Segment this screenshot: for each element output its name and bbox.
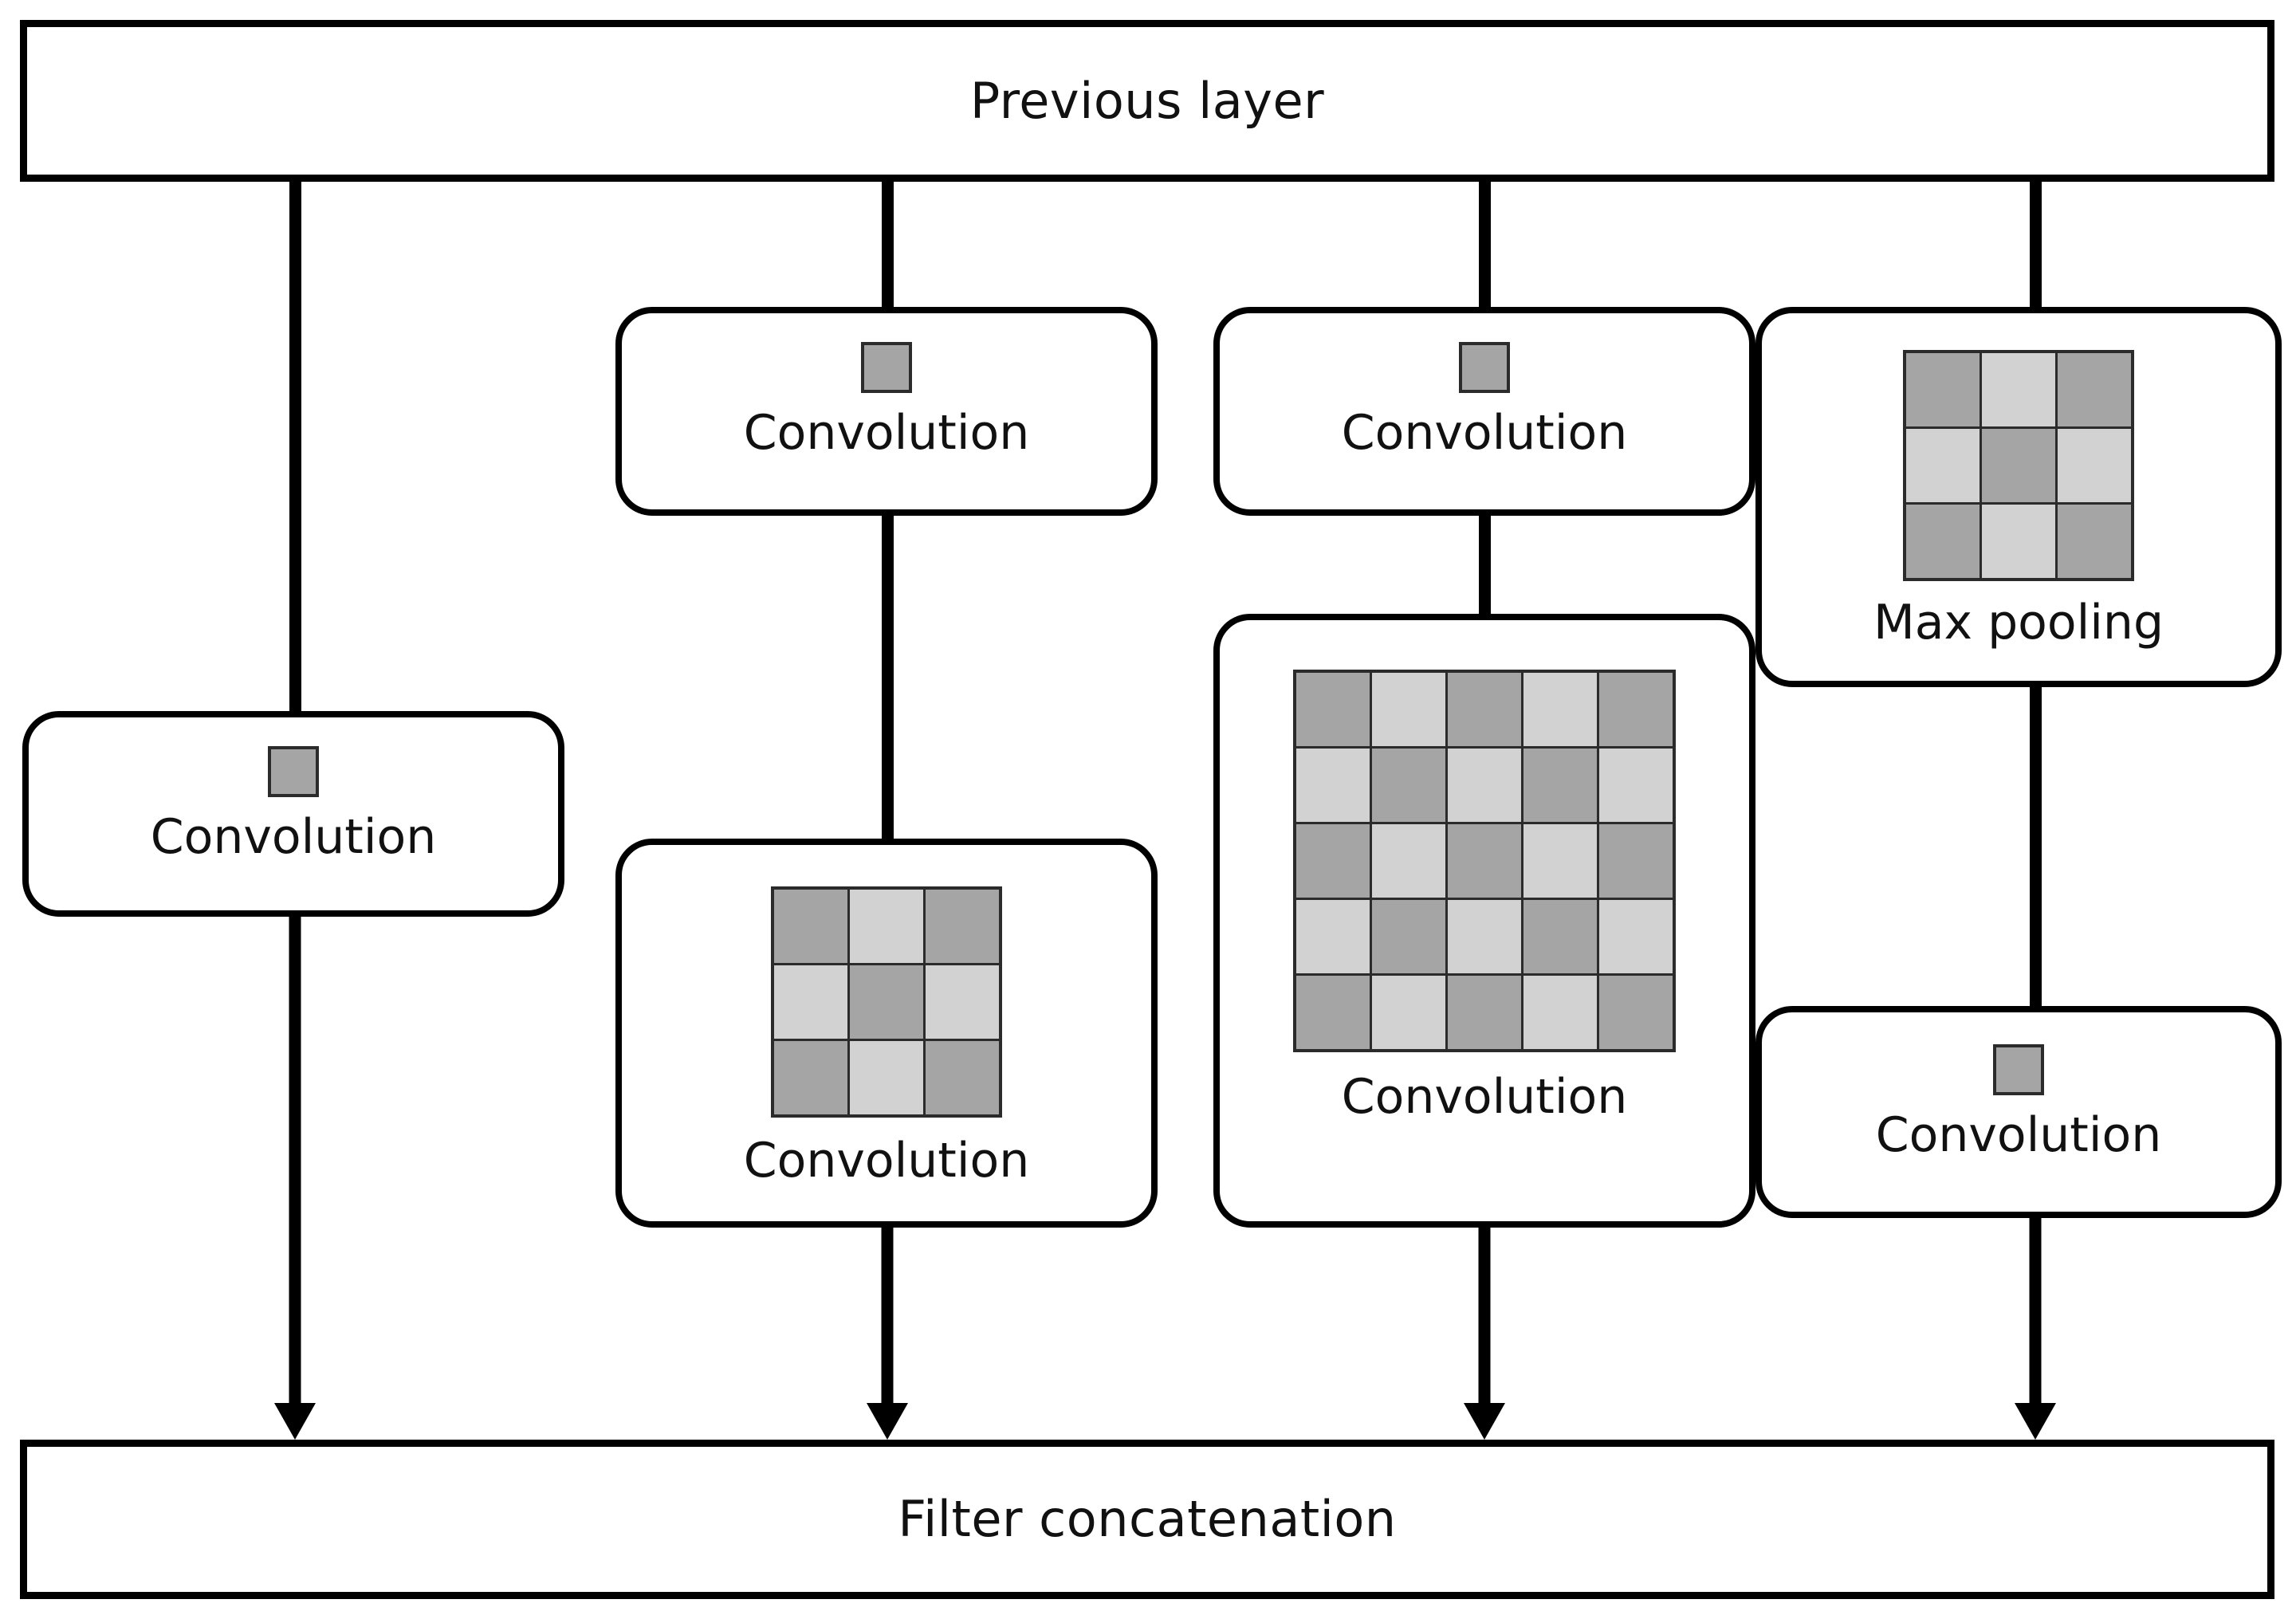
kernel-3x3-icon — [1903, 350, 2134, 581]
kernel-cell — [926, 890, 999, 963]
kernel-cell — [1372, 824, 1445, 898]
conv-1x1-b-label: Convolution — [743, 405, 1030, 461]
conv-3x3-label: Convolution — [743, 1133, 1030, 1189]
kernel-cell — [1523, 673, 1597, 746]
kernel-cell — [1906, 353, 1980, 426]
op-box-max-pooling[interactable]: Max pooling — [1755, 307, 2282, 687]
kernel-cell — [1462, 345, 1507, 390]
kernel-cell — [864, 345, 909, 390]
arrow-shaft — [1478, 1221, 1491, 1405]
kernel-cell — [1906, 429, 1980, 502]
filter-concatenation-label: Filter concatenation — [898, 1490, 1397, 1548]
kernel-cell — [1372, 976, 1445, 1049]
connector-stem-b4-in — [2030, 182, 2042, 313]
kernel-wrapper — [771, 886, 1002, 1118]
kernel-cell — [1448, 900, 1521, 973]
conv-1x1-a-label: Convolution — [150, 809, 437, 865]
op-box-conv-1x1-d[interactable]: Convolution — [1755, 1006, 2282, 1218]
arrow-head-icon — [2015, 1403, 2056, 1440]
kernel-cell — [271, 749, 316, 794]
kernel-cell — [774, 965, 847, 1039]
kernel-cell — [1996, 1047, 2041, 1092]
conv-5x5-label: Convolution — [1341, 1069, 1628, 1125]
kernel-cell — [1523, 749, 1597, 822]
kernel-1x1-icon — [861, 342, 912, 393]
kernel-cell — [1982, 505, 2055, 578]
kernel-cell — [1906, 505, 1980, 578]
kernel-5x5-icon — [1293, 670, 1676, 1052]
kernel-cell — [850, 890, 923, 963]
kernel-1x1-icon — [1459, 342, 1510, 393]
connector-stem-b1-in — [289, 182, 301, 717]
connector-stem-b2-in — [882, 182, 894, 313]
kernel-cell — [1599, 900, 1673, 973]
op-box-conv-3x3[interactable]: Convolution — [615, 839, 1158, 1228]
arrow-head-icon — [867, 1403, 908, 1440]
max-pooling-label: Max pooling — [1873, 595, 2164, 650]
arrow-shaft — [289, 910, 301, 1405]
kernel-cell — [2058, 505, 2131, 578]
kernel-1x1-icon — [268, 746, 319, 797]
kernel-cell — [1599, 976, 1673, 1049]
connector-stem-b4-mid — [2030, 682, 2042, 1012]
kernel-cell — [1372, 749, 1445, 822]
kernel-cell — [1448, 673, 1521, 746]
kernel-cell — [2058, 429, 2131, 502]
kernel-cell — [774, 1041, 847, 1114]
connector-arrow-b4-out — [2011, 1212, 2059, 1440]
kernel-cell — [1599, 824, 1673, 898]
connector-stem-b3-in — [1479, 182, 1491, 313]
kernel-cell — [926, 1041, 999, 1114]
connector-stem-b2-mid — [882, 510, 894, 845]
kernel-cell — [1599, 673, 1673, 746]
kernel-cell — [1448, 749, 1521, 822]
kernel-wrapper — [1293, 670, 1676, 1052]
kernel-3x3-icon — [771, 886, 1002, 1118]
kernel-cell — [1599, 749, 1673, 822]
kernel-cell — [1523, 976, 1597, 1049]
previous-layer-label: Previous layer — [969, 71, 1325, 130]
kernel-cell — [2058, 353, 2131, 426]
kernel-cell — [1296, 749, 1370, 822]
op-box-conv-1x1-a[interactable]: Convolution — [22, 711, 564, 917]
arrow-head-icon — [1464, 1403, 1505, 1440]
kernel-cell — [1296, 673, 1370, 746]
kernel-wrapper — [1993, 1044, 2044, 1095]
arrow-shaft — [2029, 1212, 2042, 1405]
kernel-cell — [1372, 673, 1445, 746]
conv-1x1-d-label: Convolution — [1875, 1107, 2162, 1163]
kernel-wrapper — [861, 342, 912, 393]
kernel-cell — [1982, 353, 2055, 426]
kernel-wrapper — [1903, 350, 2134, 581]
kernel-cell — [1982, 429, 2055, 502]
filter-concatenation-box: Filter concatenation — [20, 1440, 2274, 1599]
kernel-cell — [926, 965, 999, 1039]
kernel-cell — [1448, 976, 1521, 1049]
arrow-shaft — [881, 1221, 894, 1405]
kernel-cell — [1448, 824, 1521, 898]
kernel-1x1-icon — [1993, 1044, 2044, 1095]
kernel-cell — [1372, 900, 1445, 973]
kernel-cell — [850, 965, 923, 1039]
kernel-cell — [1523, 900, 1597, 973]
previous-layer-box: Previous layer — [20, 20, 2274, 182]
connector-arrow-b3-out — [1461, 1221, 1508, 1440]
connector-arrow-b2-out — [863, 1221, 911, 1440]
connector-stem-b3-mid — [1479, 510, 1491, 620]
kernel-cell — [1296, 976, 1370, 1049]
op-box-conv-1x1-c[interactable]: Convolution — [1213, 307, 1755, 516]
kernel-cell — [1296, 900, 1370, 973]
conv-1x1-c-label: Convolution — [1341, 405, 1628, 461]
op-box-conv-1x1-b[interactable]: Convolution — [615, 307, 1158, 516]
kernel-cell — [850, 1041, 923, 1114]
kernel-cell — [774, 890, 847, 963]
kernel-wrapper — [268, 746, 319, 797]
kernel-cell — [1296, 824, 1370, 898]
kernel-cell — [1523, 824, 1597, 898]
op-box-conv-5x5[interactable]: Convolution — [1213, 614, 1755, 1228]
arrow-head-icon — [274, 1403, 316, 1440]
kernel-wrapper — [1459, 342, 1510, 393]
connector-arrow-b1-out — [271, 910, 319, 1440]
